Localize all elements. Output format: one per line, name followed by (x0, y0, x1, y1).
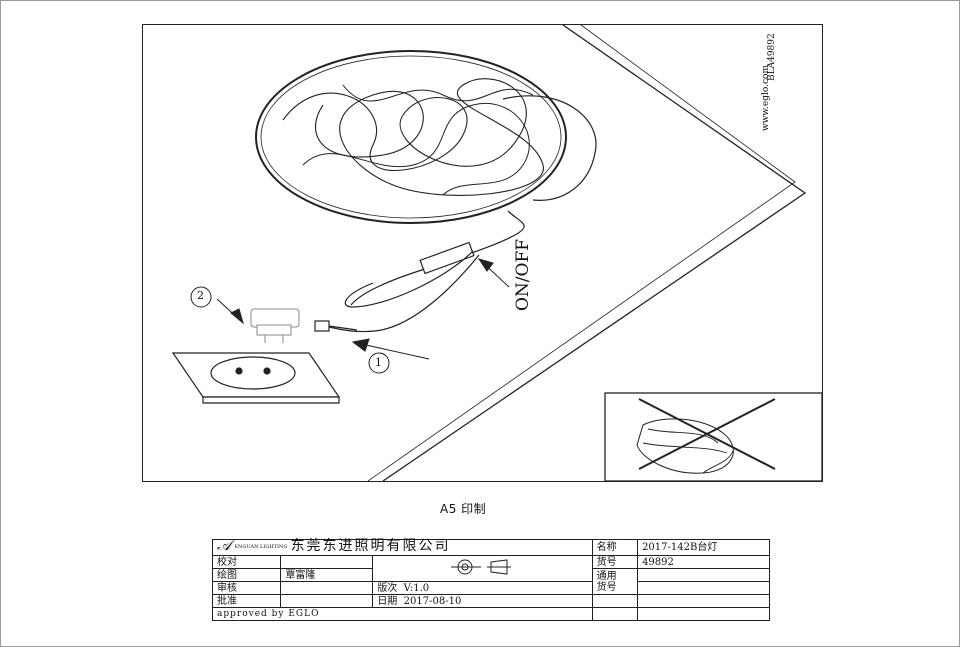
warning-inset (604, 392, 822, 481)
blank-cell-4 (591, 607, 639, 621)
onoff-label: ON/OFF (513, 238, 533, 311)
arrows (216, 258, 510, 360)
lamp-illustration (255, 50, 597, 264)
title-block: 𝒜 ENGUAN LIGHTING 东莞东进照明有限公司 名称 2017-142… (211, 538, 770, 621)
version-value: V:1.0 (403, 582, 430, 594)
proofread-label: 校对 (211, 555, 282, 569)
date-value: 2017-08-10 (403, 595, 462, 607)
step-markers (190, 286, 390, 374)
logo-text: ENGUAN LIGHTING (234, 544, 288, 550)
review-label: 审核 (211, 581, 282, 595)
package-edge-lines (367, 25, 807, 481)
blank-cell-5 (637, 607, 770, 621)
date-label: 日期 (377, 595, 398, 607)
approve-label: 批准 (211, 594, 282, 608)
company-name: 东莞东进照明有限公司 (290, 538, 451, 554)
assembly-drawing (171, 25, 822, 481)
review-value (280, 581, 374, 595)
company-header: 𝒜 ENGUAN LIGHTING 东莞东进照明有限公司 (212, 538, 593, 556)
power-adapter (250, 308, 300, 343)
blank-cell-2 (591, 594, 639, 608)
step-2-label: 2 (197, 289, 204, 302)
name-value: 2017-142B台灯 (637, 539, 770, 556)
step-1-label: 1 (375, 356, 382, 369)
general-label: 通用 (596, 570, 617, 582)
projection-symbol (372, 555, 593, 582)
cable-and-switch (314, 241, 480, 333)
company-logo: 𝒜 (217, 536, 232, 554)
name-label: 名称 (591, 539, 639, 556)
print-note: A5 印制 (440, 502, 487, 516)
drawing-frame: www.eglo.com BLA49892 ON/OFF 2 1 (142, 24, 823, 482)
approve-value (280, 594, 374, 608)
drawing-label: 绘图 (211, 568, 282, 582)
item-label: 货号 (591, 555, 639, 569)
item-value: 49892 (637, 555, 770, 569)
blank-cell (637, 581, 770, 595)
general-sub-label: 货号 (596, 581, 617, 593)
proofread-value (280, 555, 374, 569)
projection-icon (451, 559, 512, 575)
product-code: BLA49892 (767, 33, 777, 81)
date-cell: 日期 2017-08-10 (372, 594, 593, 608)
wall-socket (171, 352, 341, 404)
version-label: 版次 (377, 582, 398, 594)
approved-by: approved by EGLO (212, 607, 593, 621)
version-cell: 版次 V:1.0 (372, 581, 593, 595)
blank-cell-3 (637, 594, 770, 608)
drawer-name: 覃富隆 (280, 568, 374, 582)
general-value (637, 568, 770, 582)
general-item-label: 通用 货号 (591, 568, 639, 595)
